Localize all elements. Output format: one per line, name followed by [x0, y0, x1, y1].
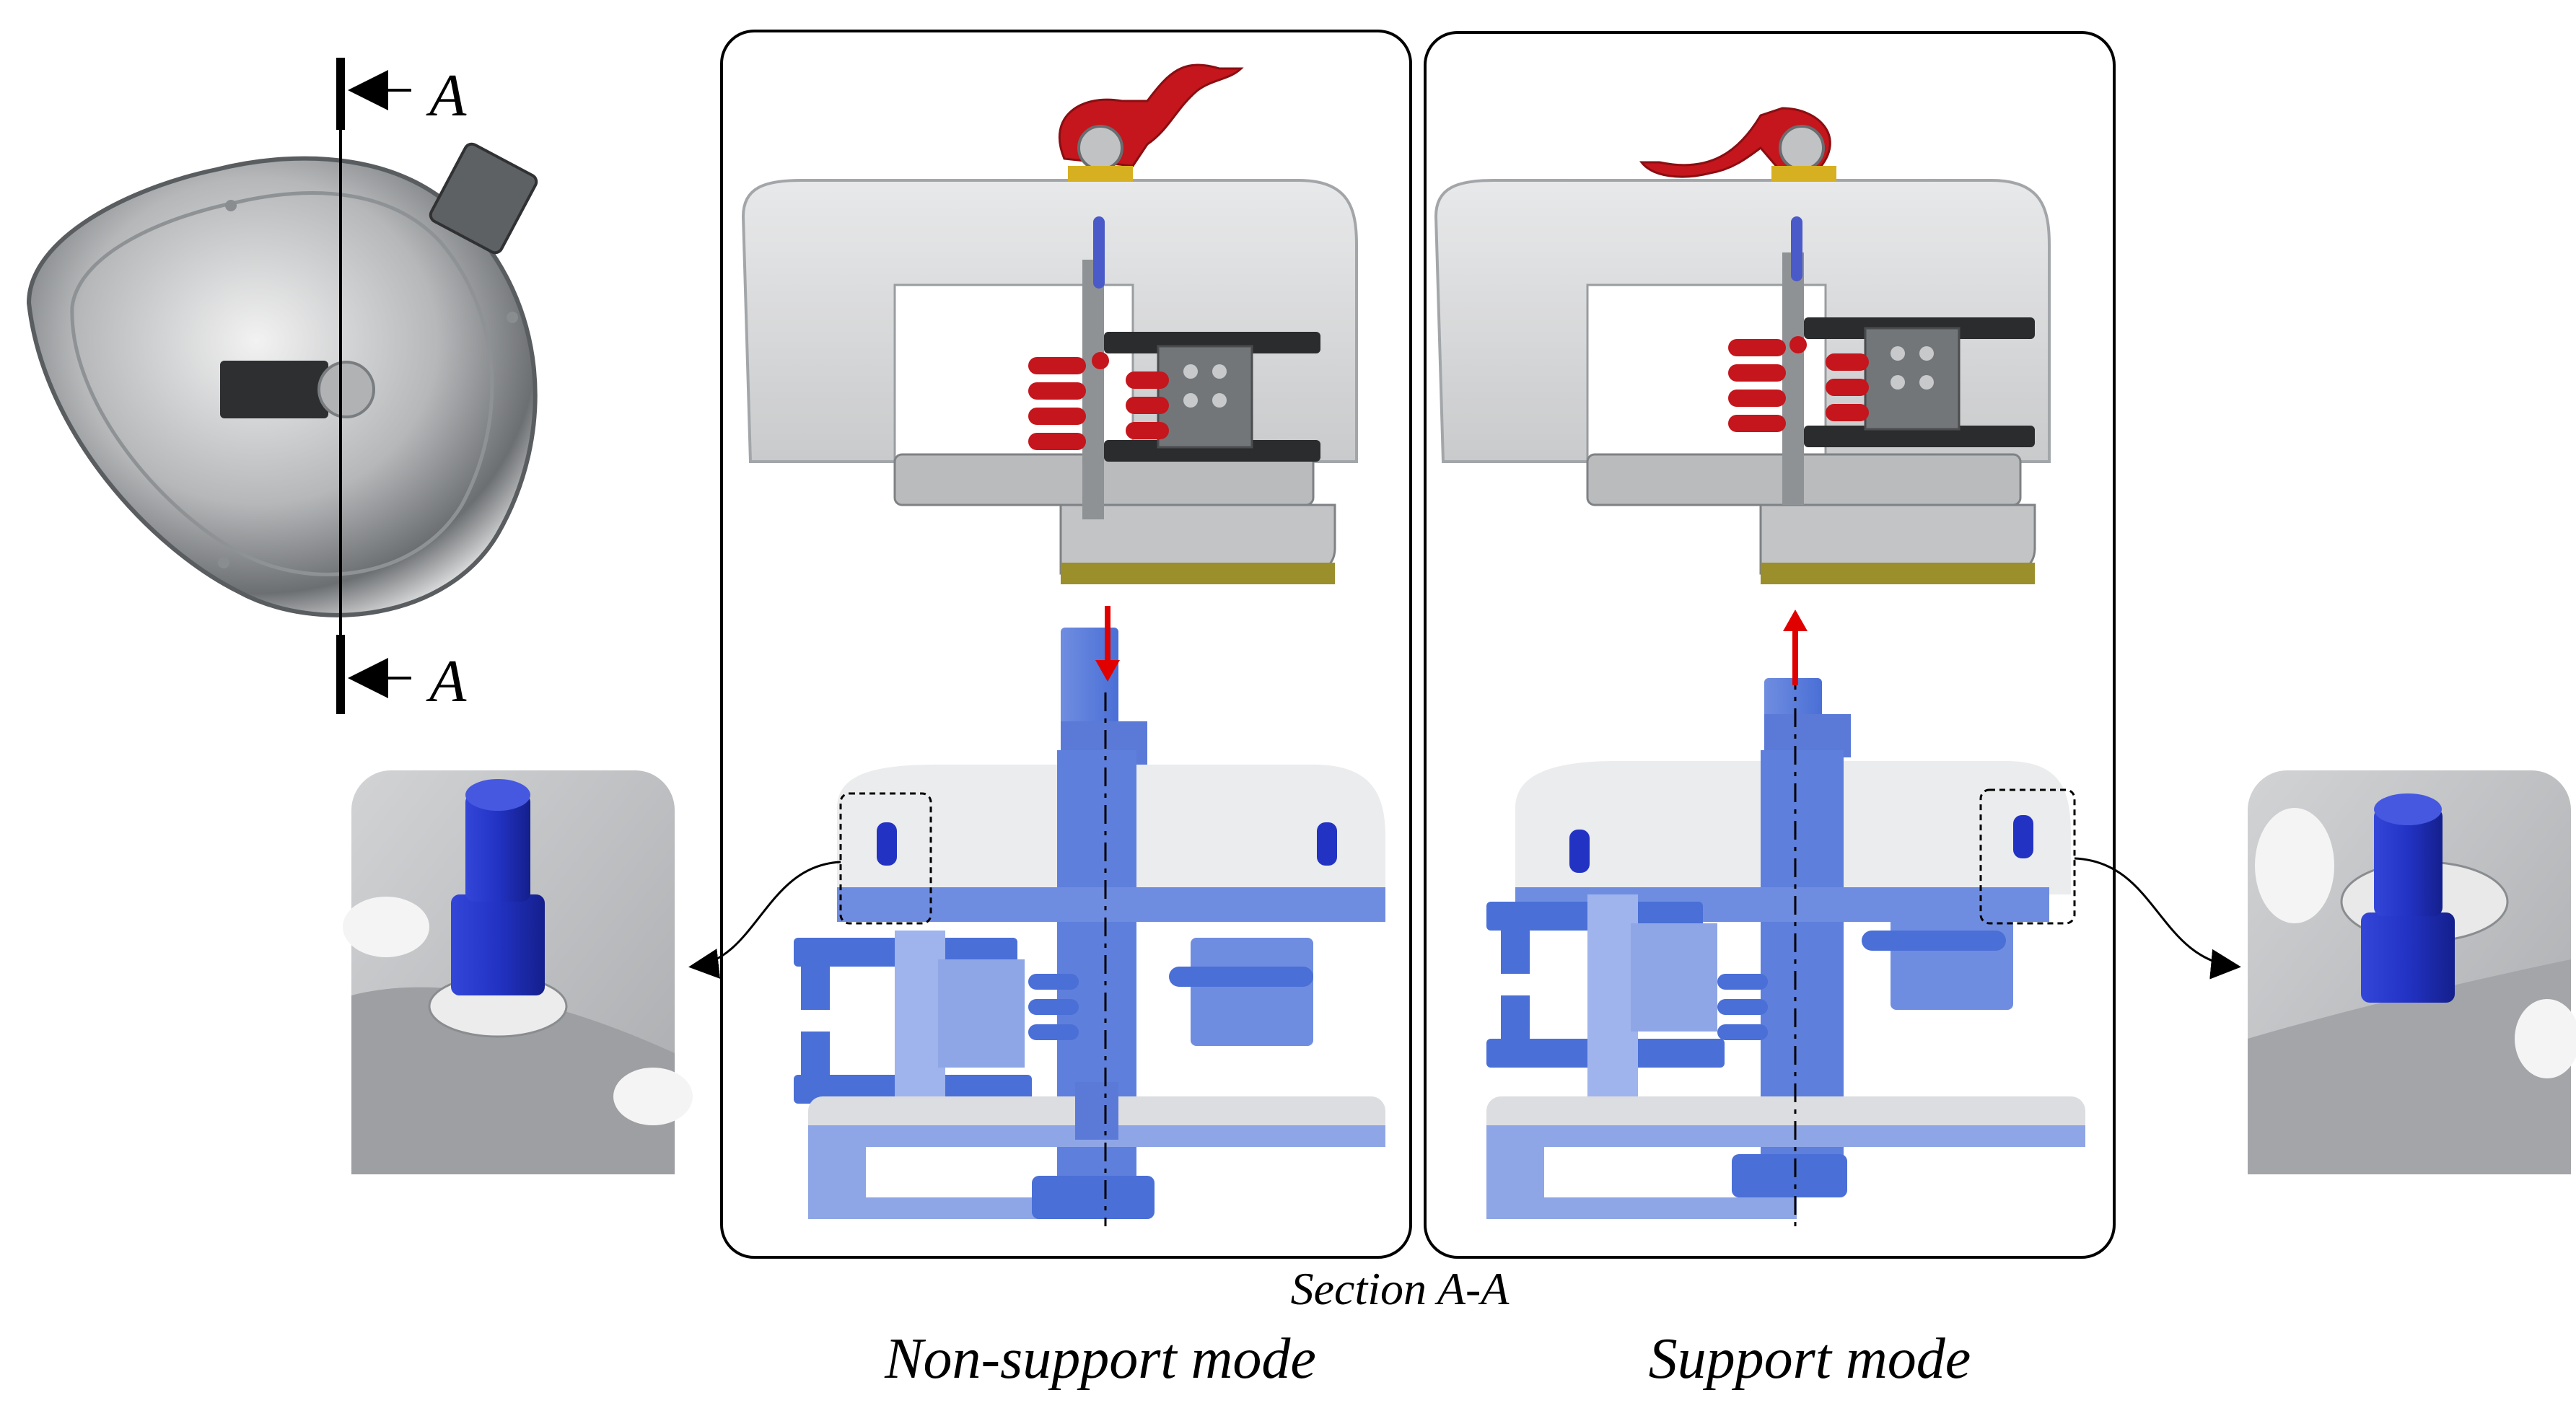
arrow-up-icon: [1783, 610, 1808, 685]
latch-top-view: [220, 361, 328, 418]
zoom-inset-right: [2248, 770, 2576, 1174]
pin-right: [2361, 912, 2455, 1003]
zoom-box-left: [839, 792, 932, 925]
panel-support: [1424, 31, 2116, 1259]
caption-non-support: Non-support mode: [884, 1327, 1316, 1391]
section-mark-top: A: [426, 62, 467, 129]
top-view: A A: [26, 58, 538, 715]
leader-left: [688, 861, 841, 979]
housing-3d-left: [741, 179, 1358, 584]
pin-left: [451, 894, 545, 995]
section-mark-bottom: A: [426, 648, 467, 715]
lever-left: [1059, 63, 1244, 182]
arrow-down-icon: [1095, 606, 1120, 682]
spring-left: [1028, 357, 1169, 450]
section-view-left: [794, 628, 1385, 1226]
spring-section-left: [1028, 974, 1079, 1040]
leader-right: [2074, 857, 2241, 980]
section-view-right: [1486, 671, 2085, 1233]
zoom-inset-left: [343, 770, 693, 1174]
section-caption: Section A-A: [1291, 1263, 1510, 1314]
bracket-top-view: [429, 142, 538, 255]
lever-right: [1639, 107, 1836, 182]
housing-3d-right: [1434, 179, 2051, 584]
spring-section-right: [1717, 974, 1768, 1040]
caption-support: Support mode: [1649, 1327, 1971, 1391]
panel-non-support: [720, 30, 1412, 1259]
zoom-box-right: [1979, 788, 2076, 925]
spring-right: [1728, 339, 1869, 432]
